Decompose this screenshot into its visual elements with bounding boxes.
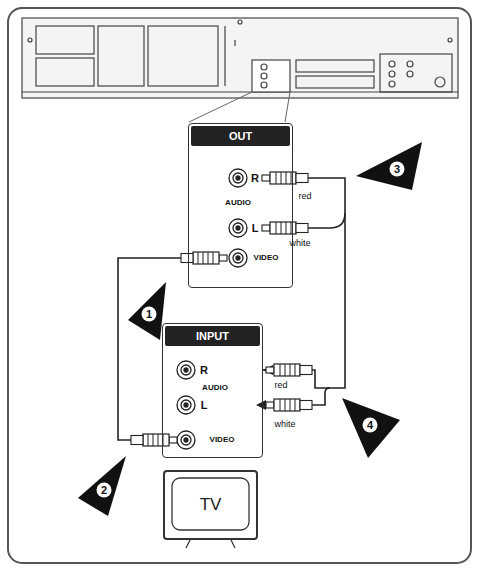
tv-drawing: [172, 478, 249, 548]
leader-lines: [189, 92, 290, 122]
wire-color: white: [289, 239, 310, 248]
wire-color: red: [298, 192, 311, 201]
cable: [118, 258, 188, 440]
node-heading: TV: [200, 495, 222, 515]
arrow-head: [256, 400, 266, 410]
wire-color: red: [274, 381, 287, 390]
callout-number: 1: [142, 307, 157, 322]
channel-label: R: [200, 365, 208, 376]
frame: [8, 8, 471, 563]
channel-label: R: [251, 173, 259, 184]
callout-number: 2: [97, 483, 112, 498]
callout-triangles: [78, 142, 422, 516]
tv-set: TV: [163, 470, 258, 540]
plug-set: [131, 172, 312, 446]
cable: [263, 178, 345, 388]
callout-number: 3: [390, 162, 405, 177]
signal-label: VIDEO: [210, 436, 235, 444]
signal-label: VIDEO: [254, 254, 279, 262]
callout-number: 4: [363, 418, 378, 433]
node-heading: OUT: [191, 126, 290, 146]
wire-color: white: [274, 420, 295, 429]
channel-label: L: [201, 400, 208, 411]
signal-label: AUDIO: [225, 199, 251, 207]
node-heading: INPUT: [165, 326, 260, 346]
signal-label: AUDIO: [202, 384, 228, 392]
channel-label: L: [252, 223, 259, 234]
vcr-rear-panel: [22, 18, 458, 98]
cable-branches: [308, 213, 345, 405]
